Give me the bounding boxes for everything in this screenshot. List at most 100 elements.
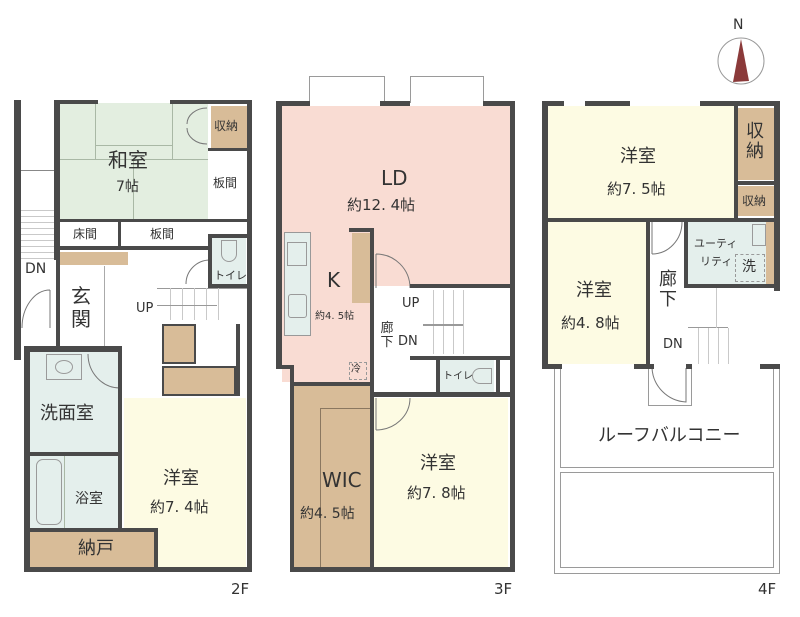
roof-door-frame <box>648 368 692 406</box>
room-senmen-name: 洗面室 <box>40 403 94 424</box>
room-youshitsu-4f-a-size: 約7. 5帖 <box>607 180 666 198</box>
room-utility-line1: ユーティ <box>694 237 738 250</box>
room-wic-name: WIC <box>322 468 362 492</box>
roof-balcony-outer <box>554 368 780 574</box>
stair-corridor-2f <box>21 103 54 358</box>
room-toilet-3f-name: トイレ <box>443 371 473 382</box>
room-itama-bottom-name: 板間 <box>150 227 175 241</box>
room-itama-right-name: 板間 <box>213 176 238 190</box>
door-swing-icon <box>186 107 208 145</box>
room-nando-name: 納戸 <box>78 538 114 559</box>
room-shuno-4f-b-name: 収納 <box>742 194 767 208</box>
stairs-4f <box>688 288 772 364</box>
room-rouka-3f-name: 廊下 <box>380 321 394 351</box>
room-nando <box>30 532 154 568</box>
compass: N <box>716 16 766 86</box>
door-swing-icon <box>21 289 51 329</box>
sink-icon <box>288 294 307 318</box>
room-wic-size: 約4. 5帖 <box>300 506 355 522</box>
room-shuno-4f-a-name: 収納 <box>744 122 766 162</box>
fridge-space <box>349 362 367 380</box>
room-toilet-2f-name: トイレ <box>214 269 247 282</box>
washbasin-icon <box>46 354 82 380</box>
room-shuno-4f-a <box>738 108 774 180</box>
room-ld-size: 約12. 4帖 <box>347 196 416 214</box>
toilet-icon <box>472 368 492 384</box>
room-kitchen-name: K <box>327 268 341 292</box>
door-swing-icon <box>87 353 121 389</box>
room-roof-balcony-name: ルーフバルコニー <box>598 425 741 446</box>
stairs-up-label-2f: UP <box>136 301 154 316</box>
utility-side-storage <box>766 222 774 284</box>
room-youshitsu-4f-b <box>548 222 646 364</box>
storage-box-a-2f <box>162 324 196 364</box>
storage-box-b-2f <box>162 366 236 396</box>
room-genkan-name: 玄関 <box>70 285 92 331</box>
room-utility-line2: リティ <box>700 255 733 268</box>
room-rouka-4f <box>650 222 684 364</box>
room-tokonoma <box>60 222 118 246</box>
stairs-up-label-3f: UP <box>402 296 420 311</box>
window-box-left <box>309 76 385 103</box>
door-swing-icon <box>651 367 687 403</box>
room-rouka-4f-name: 廊下 <box>657 270 679 310</box>
door-swing-icon <box>375 253 411 289</box>
room-youshitsu-3f-name: 洋室 <box>420 453 456 474</box>
floor-2f: DN 和室 7帖 収納 板間 床間 板間 トイレ 玄関 UP <box>0 0 270 617</box>
compass-arrow-icon <box>717 37 765 85</box>
room-youshitsu-4f-a-name: 洋室 <box>620 146 656 167</box>
room-genkan <box>60 266 104 348</box>
stairs-dn-label-3f: DN <box>398 334 418 349</box>
washer-space <box>735 254 765 282</box>
room-yokushitsu <box>30 456 118 528</box>
room-itama-bottom <box>122 222 206 246</box>
room-ld-name: LD <box>381 166 408 190</box>
compass-north-label: N <box>733 17 744 33</box>
floor-label-2f: 2F <box>231 580 250 598</box>
storage-band-2f <box>60 252 128 265</box>
room-genkan-name-text: 玄関 <box>71 284 91 331</box>
room-senmen <box>30 352 118 452</box>
room-youshitsu-3f-size: 約7. 8帖 <box>407 484 466 502</box>
room-shuno-2f-name: 収納 <box>214 119 239 133</box>
room-rouka-4f-name-text: 廊下 <box>659 269 677 310</box>
utility-sink-icon <box>752 224 766 246</box>
room-washitsu-name: 和室 <box>108 148 148 172</box>
floor-label-4f: 4F <box>758 580 777 598</box>
room-utility <box>688 222 772 284</box>
toilet-icon <box>221 240 237 262</box>
stairs-dn-label-2f: DN <box>25 261 47 277</box>
room-youshitsu-4f-b-size: 約4. 8帖 <box>561 314 620 332</box>
floor-label-3f: 3F <box>494 580 513 598</box>
room-wic <box>294 386 370 568</box>
stairs-2f <box>157 288 247 320</box>
room-youshitsu-4f-b-name: 洋室 <box>576 280 612 301</box>
roof-balcony-inner-top <box>560 368 774 468</box>
room-itama-right <box>208 150 247 220</box>
washer-label: 洗 <box>742 259 756 275</box>
room-shuno-4f-b <box>738 186 774 216</box>
room-youshitsu-2f-name: 洋室 <box>163 468 199 489</box>
bathtub-icon <box>36 459 62 525</box>
stairs-3f <box>423 290 507 354</box>
window-box-right <box>410 76 484 103</box>
fridge-label: 冷 <box>351 364 361 375</box>
room-youshitsu-2f-size: 約7. 4帖 <box>150 498 209 516</box>
door-swing-icon <box>651 221 683 255</box>
room-shuno-4f-a-name-text: 収納 <box>746 121 764 162</box>
room-kitchen-size: 約4. 5帖 <box>315 311 355 322</box>
room-washitsu-size: 7帖 <box>116 179 139 195</box>
roof-balcony-inner-bottom <box>560 472 774 568</box>
room-rouka-3f <box>374 290 422 392</box>
stairs-dn-label-4f: DN <box>663 337 683 352</box>
kitchen-storage <box>352 233 370 303</box>
room-youshitsu-3f <box>374 398 508 568</box>
room-shuno-2f <box>211 106 247 148</box>
floor-3f: LD 約12. 4帖 K 約4. 5帖 冷 UP 廊下 DN トイレ WIC 約… <box>276 76 515 598</box>
door-swing-icon <box>375 397 411 431</box>
room-tokonoma-name: 床間 <box>73 227 98 241</box>
room-yokushitsu-name: 浴室 <box>75 491 103 507</box>
stove-icon <box>287 242 307 266</box>
room-rouka-3f-name-text: 廊下 <box>380 321 394 351</box>
room-youshitsu-4f-a <box>548 106 734 218</box>
